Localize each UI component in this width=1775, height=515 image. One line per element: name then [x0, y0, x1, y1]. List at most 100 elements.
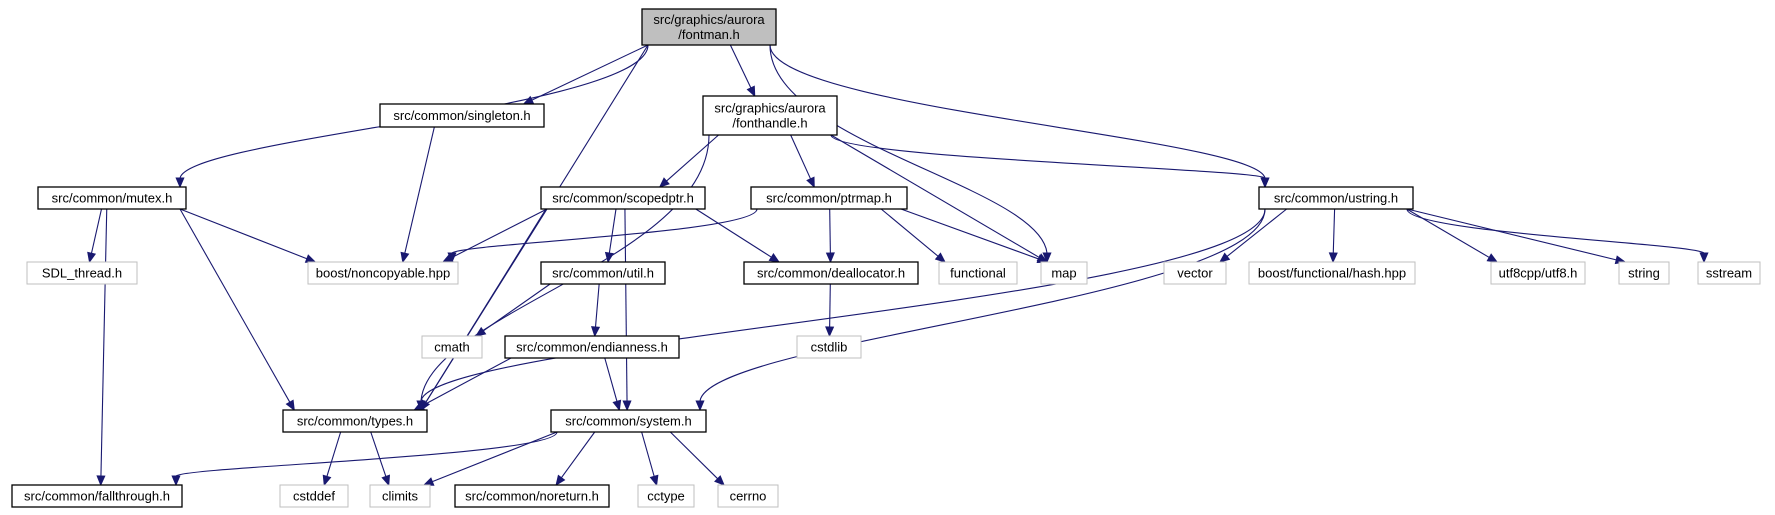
edge-ptrmap-to-map	[900, 208, 1049, 264]
edge-line	[666, 134, 719, 182]
node-box	[37, 186, 187, 210]
edge-mutex-to-types	[179, 208, 295, 412]
node-noreturn[interactable]: src/common/noreturn.h	[454, 484, 610, 508]
edge-endianness-to-types	[413, 357, 512, 411]
node-string: string	[1618, 261, 1670, 285]
edge-arrowhead	[658, 177, 670, 188]
node-types[interactable]: src/common/types.h	[282, 409, 428, 433]
node-deallocator[interactable]: src/common/deallocator.h	[743, 261, 919, 285]
node-utf8: utf8cpp/utf8.h	[1490, 261, 1586, 285]
edge-arrowhead	[447, 252, 457, 264]
node-endianness[interactable]: src/common/endianness.h	[504, 335, 680, 359]
node-vector: vector	[1163, 261, 1227, 285]
edge-line	[90, 208, 103, 254]
node-cctype: cctype	[637, 484, 695, 508]
edge-ustring-to-string	[1406, 208, 1627, 265]
node-box	[279, 484, 349, 508]
node-box	[750, 186, 908, 210]
edge-line	[830, 134, 1040, 258]
node-cmath: cmath	[421, 335, 483, 359]
edge-arrowhead	[87, 251, 97, 264]
edge-system-to-cctype	[641, 431, 659, 487]
node-box	[421, 335, 483, 359]
node-box	[717, 484, 779, 508]
edge-arrowhead	[285, 399, 295, 412]
node-label: climits	[382, 489, 419, 504]
edge-types-to-climits	[370, 431, 391, 487]
node-functional: functional	[938, 261, 1018, 285]
node-label: sstream	[1706, 266, 1752, 281]
node-box	[938, 261, 1018, 285]
node-scopedptr[interactable]: src/common/scopedptr.h	[540, 186, 706, 210]
edge-mutex-to-fallthrough	[96, 208, 108, 487]
edge-line	[370, 431, 387, 477]
edge-line	[420, 208, 1266, 402]
edge-line	[669, 431, 718, 480]
node-fonthandle[interactable]: src/graphics/aurora/fonthandle.h	[702, 95, 838, 136]
edge-system-to-cerrno	[669, 431, 725, 486]
edge-line	[830, 134, 1266, 179]
node-label: vector	[1177, 266, 1213, 281]
node-box	[796, 335, 862, 359]
edge-line	[1406, 208, 1617, 261]
edge-arrowhead	[1260, 177, 1270, 189]
node-box	[11, 484, 183, 508]
edge-endianness-to-system	[604, 357, 622, 412]
node-box	[379, 103, 545, 128]
edge-line	[1406, 208, 1705, 254]
edge-util-to-endianness	[591, 283, 601, 338]
edge-line	[425, 208, 548, 403]
edge-fonthandle-to-scopedptr	[658, 134, 719, 188]
node-cerrno: cerrno	[717, 484, 779, 508]
edge-fontman-to-ustring	[769, 44, 1270, 189]
node-label: src/common/fallthrough.h	[24, 489, 170, 504]
node-fontman[interactable]: src/graphics/aurora/fontman.h	[641, 8, 777, 46]
node-cstdlib: cstdlib	[796, 335, 862, 359]
node-label: src/common/ptrmap.h	[766, 191, 892, 206]
edge-arrowhead	[171, 475, 181, 487]
edge-arrowhead	[400, 251, 410, 264]
edge-line	[769, 44, 1048, 254]
edge-line	[483, 283, 551, 332]
edge-line	[829, 283, 831, 328]
node-ptrmap[interactable]: src/common/ptrmap.h	[750, 186, 908, 210]
edge-line	[1406, 208, 1490, 258]
edge-line	[1226, 208, 1287, 257]
edge-ustring-to-sstream	[1406, 208, 1709, 264]
edge-arrowhead	[604, 251, 614, 264]
edge-fontman-to-fonthandle	[729, 44, 756, 98]
edge-arrowhead	[825, 326, 835, 338]
edge-arrowhead	[934, 252, 946, 263]
node-label: cerrno	[730, 489, 767, 504]
node-label: boost/noncopyable.hpp	[316, 266, 450, 281]
node-box	[540, 186, 706, 210]
edge-line	[608, 208, 617, 254]
edge-line	[594, 283, 600, 328]
edge-line	[179, 208, 291, 403]
node-singleton[interactable]: src/common/singleton.h	[379, 103, 545, 128]
edge-line	[829, 208, 831, 254]
node-box	[26, 261, 138, 285]
node-mutex[interactable]: src/common/mutex.h	[37, 186, 187, 210]
node-label: cmath	[434, 340, 469, 355]
node-label: functional	[950, 266, 1006, 281]
node-label: src/graphics/aurora	[653, 12, 765, 27]
node-util[interactable]: src/common/util.h	[540, 261, 666, 285]
edge-arrowhead	[825, 252, 835, 264]
edge-scopedptr-to-noncopyable	[441, 208, 548, 263]
edge-line	[450, 208, 548, 259]
edge-line	[880, 208, 939, 257]
edge-line	[790, 134, 812, 180]
node-climits: climits	[369, 484, 431, 508]
edge-line	[729, 44, 752, 89]
node-fallthrough[interactable]: src/common/fallthrough.h	[11, 484, 183, 508]
edge-fonthandle-to-ustring	[830, 134, 1270, 189]
node-system[interactable]: src/common/system.h	[550, 409, 707, 433]
edge-line	[531, 44, 649, 101]
edge-layer	[87, 44, 1709, 487]
node-ustring[interactable]: src/common/ustring.h	[1258, 186, 1414, 210]
node-box	[1248, 261, 1416, 285]
edge-line	[641, 431, 655, 477]
node-box	[454, 484, 610, 508]
node-label: src/common/scopedptr.h	[552, 191, 694, 206]
